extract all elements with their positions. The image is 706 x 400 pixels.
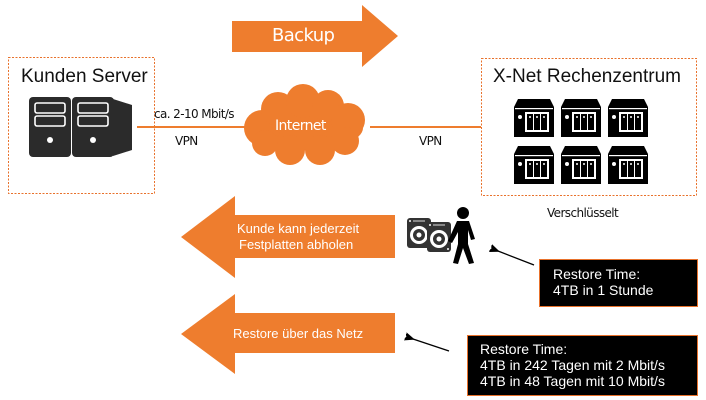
pickup-arrow [181,196,395,278]
encrypted-caption: Verschlüsselt [547,206,619,220]
customer-server-title: Kunden Server [21,66,148,87]
pickup-arrow-text: Kunde kann jederzeit Festplatten abholen [237,221,359,253]
storage-rack-icon [514,99,648,184]
restore-box-network: Restore Time: 4TB in 242 Tagen mit 2 Mbi… [467,335,698,396]
backup-label: Backup [272,25,335,46]
hard-disk-icon [427,222,451,252]
restore-box-pickup: Restore Time: 4TB in 1 Stunde [539,259,698,307]
cloud-icon [244,84,365,165]
server-tower-icon [29,97,132,157]
restore-box-pickup-line: 4TB in 1 Stunde [553,282,654,298]
restore-box-network-title: Restore Time: [480,341,568,357]
internet-label: Internet [275,118,326,134]
pickup-line-1: Kunde kann jederzeit [237,221,360,236]
restore-box-network-line-1: 4TB in 242 Tagen mit 2 Mbit/s [480,357,665,373]
backup-arrow [232,5,398,67]
pointer-arrow-pickup [498,251,535,266]
link-speed-label: ca. 2-10 Mbit/s [154,107,235,121]
restore-box-network-line-2: 4TB in 48 Tagen mit 10 Mbit/s [480,373,665,389]
restore-arrow-text: Restore über das Netz [233,326,364,341]
restore-box-pickup-title: Restore Time: [553,266,641,282]
person-walking-icon [448,207,475,264]
customer-server-box [8,57,155,194]
datacenter-title: X-Net Rechenzentrum [493,66,681,87]
restore-network-arrow [181,294,395,374]
pointer-arrow-network [413,339,450,352]
vpn-label-left: VPN [175,134,198,148]
datacenter-box [481,58,697,196]
pickup-line-2: Festplatten abholen [239,237,354,252]
vpn-label-right: VPN [419,134,442,148]
